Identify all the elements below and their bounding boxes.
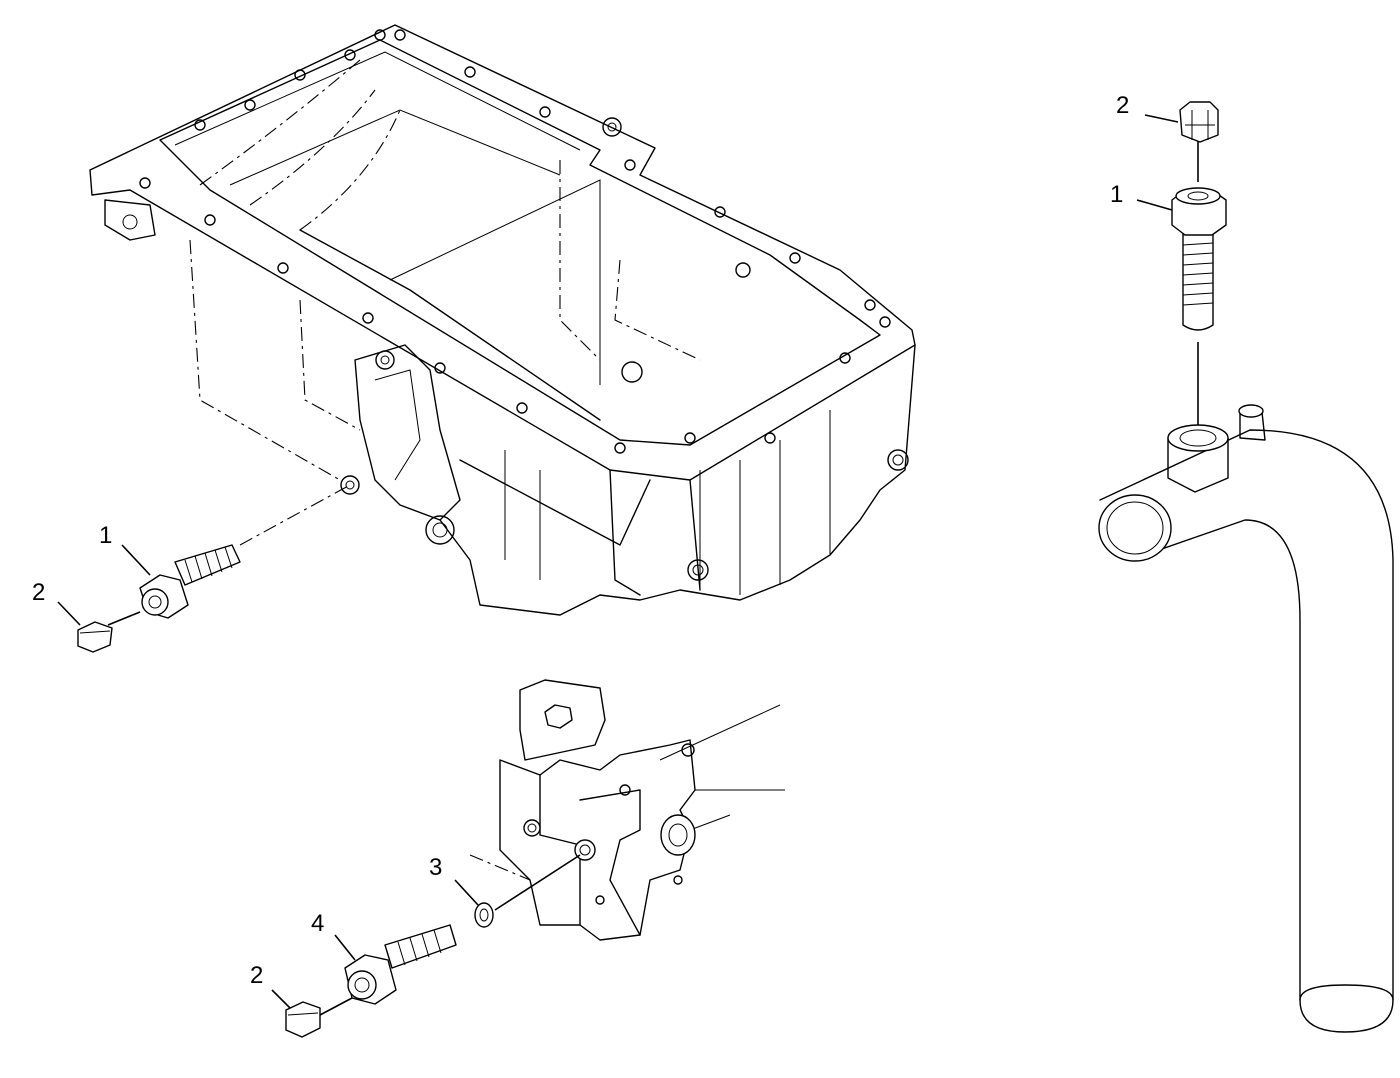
oil-tube bbox=[1098, 404, 1394, 1033]
callout-block-cap: 2 bbox=[250, 962, 263, 989]
pan-drain-plug bbox=[139, 484, 351, 619]
flange-hole bbox=[614, 442, 626, 454]
flange-hole bbox=[789, 252, 801, 264]
flange-hole bbox=[362, 312, 374, 324]
flange-hole bbox=[879, 316, 891, 328]
flange-hole bbox=[344, 49, 356, 61]
flange-hole bbox=[539, 106, 551, 118]
pan-drain-cap bbox=[77, 611, 141, 653]
flange-hole bbox=[516, 402, 528, 414]
callout-block-plug: 4 bbox=[311, 910, 324, 937]
flange-hole bbox=[839, 352, 851, 364]
block-cap bbox=[271, 989, 353, 1038]
tube-cap bbox=[1144, 101, 1219, 143]
tube-plug bbox=[1171, 140, 1227, 425]
flange-hole bbox=[434, 362, 446, 374]
flange-hole bbox=[277, 262, 289, 274]
oil-pan bbox=[89, 24, 916, 616]
engine-block-section bbox=[469, 679, 785, 941]
flange-hole bbox=[194, 119, 206, 131]
flange-hole bbox=[714, 206, 726, 218]
flange-hole bbox=[374, 29, 386, 41]
flange-hole bbox=[204, 214, 216, 226]
flange-hole bbox=[464, 66, 476, 78]
flange-hole bbox=[294, 69, 306, 81]
flange-hole bbox=[244, 99, 256, 111]
callout-tube-plug: 1 bbox=[1110, 181, 1123, 208]
flange-hole bbox=[764, 432, 776, 444]
block-washer bbox=[454, 854, 581, 928]
flange-hole bbox=[394, 29, 406, 41]
flange-bolt-holes bbox=[139, 29, 891, 454]
callout-block-washer: 3 bbox=[429, 854, 442, 881]
flange-hole bbox=[139, 177, 151, 189]
flange-hole bbox=[684, 432, 696, 444]
block-plug bbox=[334, 924, 457, 1005]
flange-hole bbox=[624, 159, 636, 171]
callout-pan-plug: 1 bbox=[99, 522, 112, 549]
callout-tube-cap: 2 bbox=[1116, 92, 1129, 119]
callout-pan-cap: 2 bbox=[32, 579, 45, 606]
flange-hole bbox=[864, 299, 876, 311]
